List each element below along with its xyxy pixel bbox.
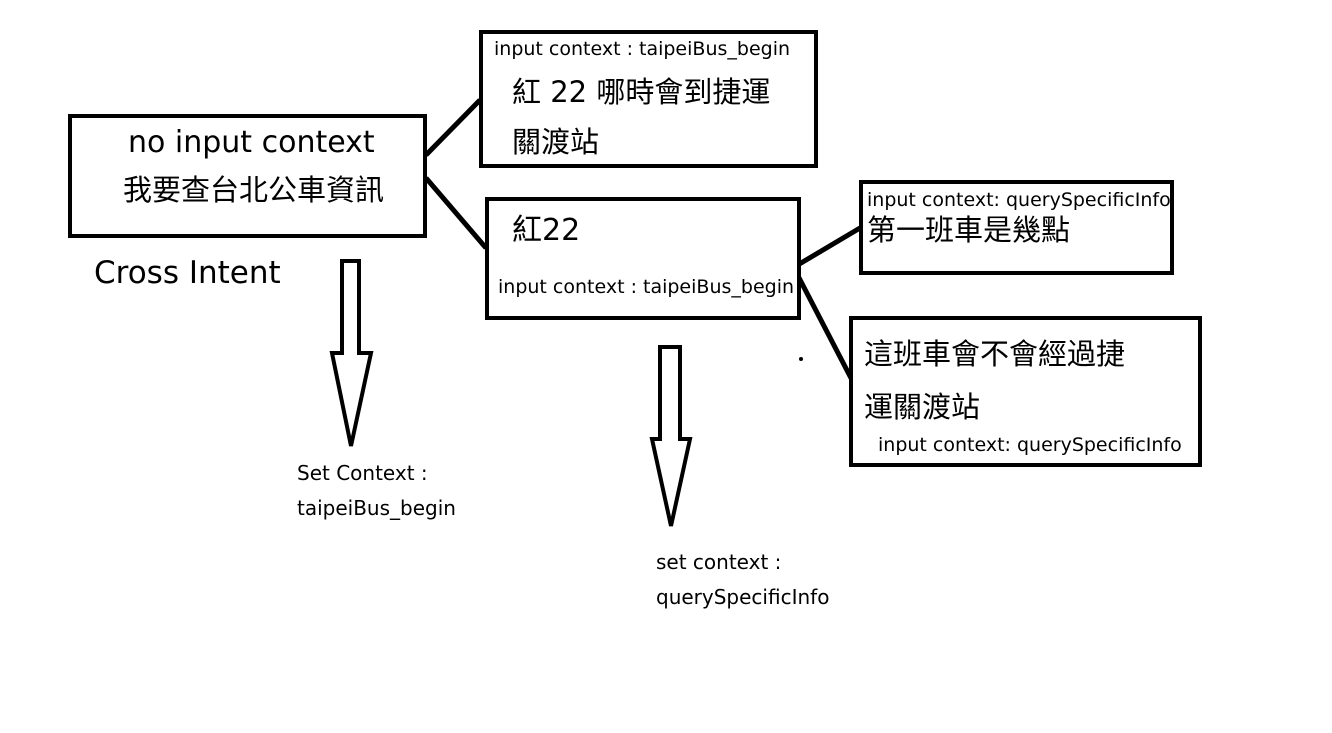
connector-root-to-top: [424, 98, 482, 157]
root-node-box: [68, 114, 427, 238]
top-node-utterance-line1: 紅 22 哪時會到捷運: [512, 75, 771, 109]
down-arrow-middle: [649, 345, 693, 527]
connector-middle-to-pass-station: [793, 270, 855, 382]
connector-root-to-middle: [424, 176, 488, 250]
set-context-value-1: taipeiBus_begin: [297, 496, 456, 520]
first-bus-node-context: input context: querySpecificInfo: [867, 189, 1171, 211]
set-context-label-1: Set Context :: [297, 461, 428, 485]
root-node-context: no input context: [128, 125, 375, 160]
top-node-box: [479, 30, 818, 168]
top-node-utterance-line2: 關渡站: [512, 125, 600, 159]
middle-node-box: [485, 197, 801, 320]
cross-intent-label: Cross Intent: [94, 255, 281, 291]
set-context-label-2: set context :: [656, 550, 782, 574]
first-bus-node-box: [859, 180, 1174, 275]
pass-station-node-box: [849, 316, 1202, 467]
middle-node-context: input context : taipeiBus_begin: [498, 276, 795, 298]
pass-station-node-utterance-line1: 這班車會不會經過捷: [864, 337, 1126, 371]
down-arrow-root: [329, 259, 374, 447]
connector-middle-to-first-bus: [794, 225, 862, 269]
top-node-context: input context : taipeiBus_begin: [494, 38, 791, 60]
middle-node-utterance: 紅22: [512, 213, 581, 248]
pass-station-node-utterance-line2: 運關渡站: [864, 390, 981, 424]
stray-dot: [799, 357, 803, 361]
root-node-utterance: 我要查台北公車資訊: [123, 173, 385, 207]
pass-station-node-context: input context: querySpecificInfo: [878, 434, 1182, 456]
first-bus-node-utterance: 第一班車是幾點: [867, 213, 1071, 247]
set-context-value-2: querySpecificInfo: [656, 585, 830, 609]
